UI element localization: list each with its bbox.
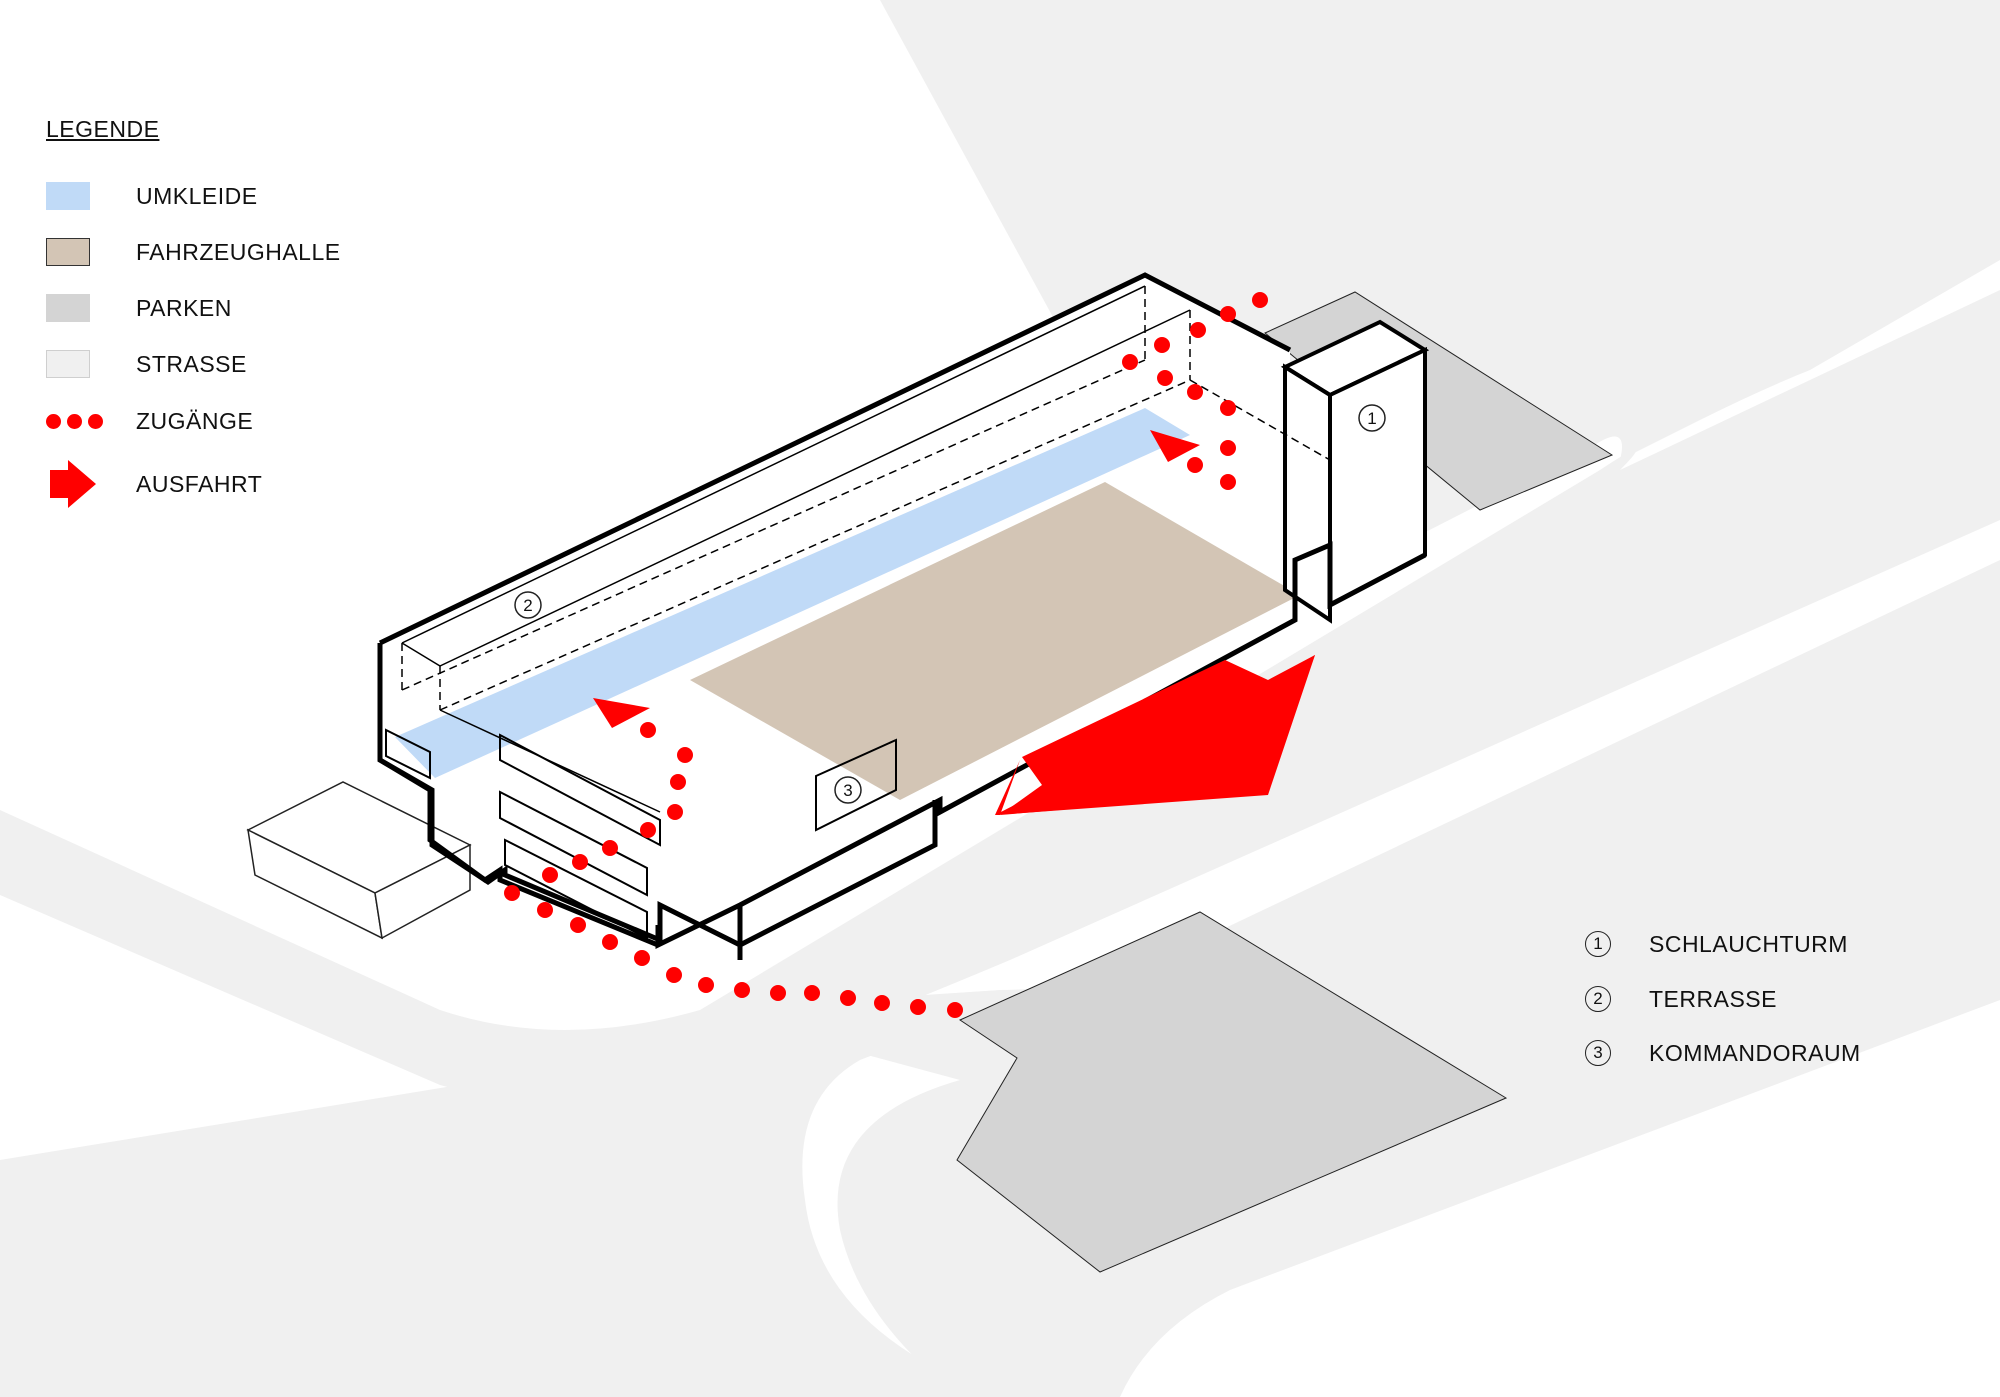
key-item-schlauchturm: 1 SCHLAUCHTURM (1585, 928, 1848, 960)
fahrzeughalle-swatch (46, 238, 90, 266)
kommandoraum-window (815, 738, 897, 832)
parking-lower (956, 911, 1508, 1273)
legend-label-zugaenge: ZUGÄNGE (136, 407, 254, 434)
key-item-kommandoraum: 3 KOMMANDORAUM (1585, 1037, 1861, 1069)
legend-label-umkleide: UMKLEIDE (136, 182, 258, 209)
window-2 (499, 733, 661, 847)
window-4 (504, 838, 648, 940)
marker-1: 1 (1358, 404, 1386, 432)
key-item-terrasse: 2 TERRASSE (1585, 983, 1777, 1015)
key-label-schlauchturm: SCHLAUCHTURM (1649, 930, 1848, 957)
legend-label-fahrzeughalle: FAHRZEUGHALLE (136, 238, 341, 265)
window-1 (385, 728, 431, 780)
window-3 (499, 790, 648, 897)
ausfahrt-arrow-icon (50, 460, 96, 508)
key-label-terrasse: TERRASSE (1649, 985, 1777, 1012)
marker-2-label: 2 (523, 596, 532, 615)
zugaenge-dots-icon (46, 407, 106, 435)
parken-swatch (46, 294, 90, 322)
key-label-kommandoraum: KOMMANDORAUM (1649, 1039, 1861, 1066)
marker-2: 2 (514, 591, 542, 619)
building-front-edges (377, 643, 938, 950)
marker-1-label: 1 (1367, 409, 1376, 428)
legend-item-parken: PARKEN (46, 293, 231, 323)
terrace-lines (401, 285, 1331, 813)
zugaenge-dots (504, 292, 1268, 1018)
legend-item-strasse: STRASSE (46, 349, 246, 379)
key-number-2: 2 (1585, 986, 1611, 1012)
fire-station-building (377, 272, 1430, 960)
street-lower (0, 990, 1040, 1397)
key-number-1: 1 (1585, 931, 1611, 957)
umkleide-swatch (46, 182, 90, 210)
legend-item-ausfahrt: AUSFAHRT (46, 460, 262, 508)
marker-3-label: 3 (843, 781, 852, 800)
strasse-swatch (46, 350, 90, 378)
legend-label-ausfahrt: AUSFAHRT (136, 470, 263, 497)
hose-tower-front (1283, 363, 1332, 624)
hose-tower-side (1328, 346, 1427, 609)
legend-item-zugaenge: ZUGÄNGE (46, 406, 253, 436)
access-arrowhead-right (1150, 430, 1200, 462)
marker-3: 3 (834, 776, 862, 804)
ausfahrt-arrow-main (1000, 655, 1315, 815)
fahrzeughalle-zone (690, 482, 1300, 800)
street-upper-right (880, 0, 2000, 540)
access-arrowhead-left (593, 698, 650, 728)
legend-title: LEGENDE (46, 116, 160, 142)
legend-item-fahrzeughalle: FAHRZEUGHALLE (46, 237, 340, 267)
street-main-diagonal (0, 290, 2000, 1102)
legend-label-strasse: STRASSE (136, 350, 247, 377)
key-number-3: 3 (1585, 1040, 1611, 1066)
legend-item-umkleide: UMKLEIDE (46, 181, 257, 211)
neighbour-building (246, 781, 472, 940)
umkleide-zone (395, 408, 1190, 778)
legend-label-parken: PARKEN (136, 294, 232, 321)
